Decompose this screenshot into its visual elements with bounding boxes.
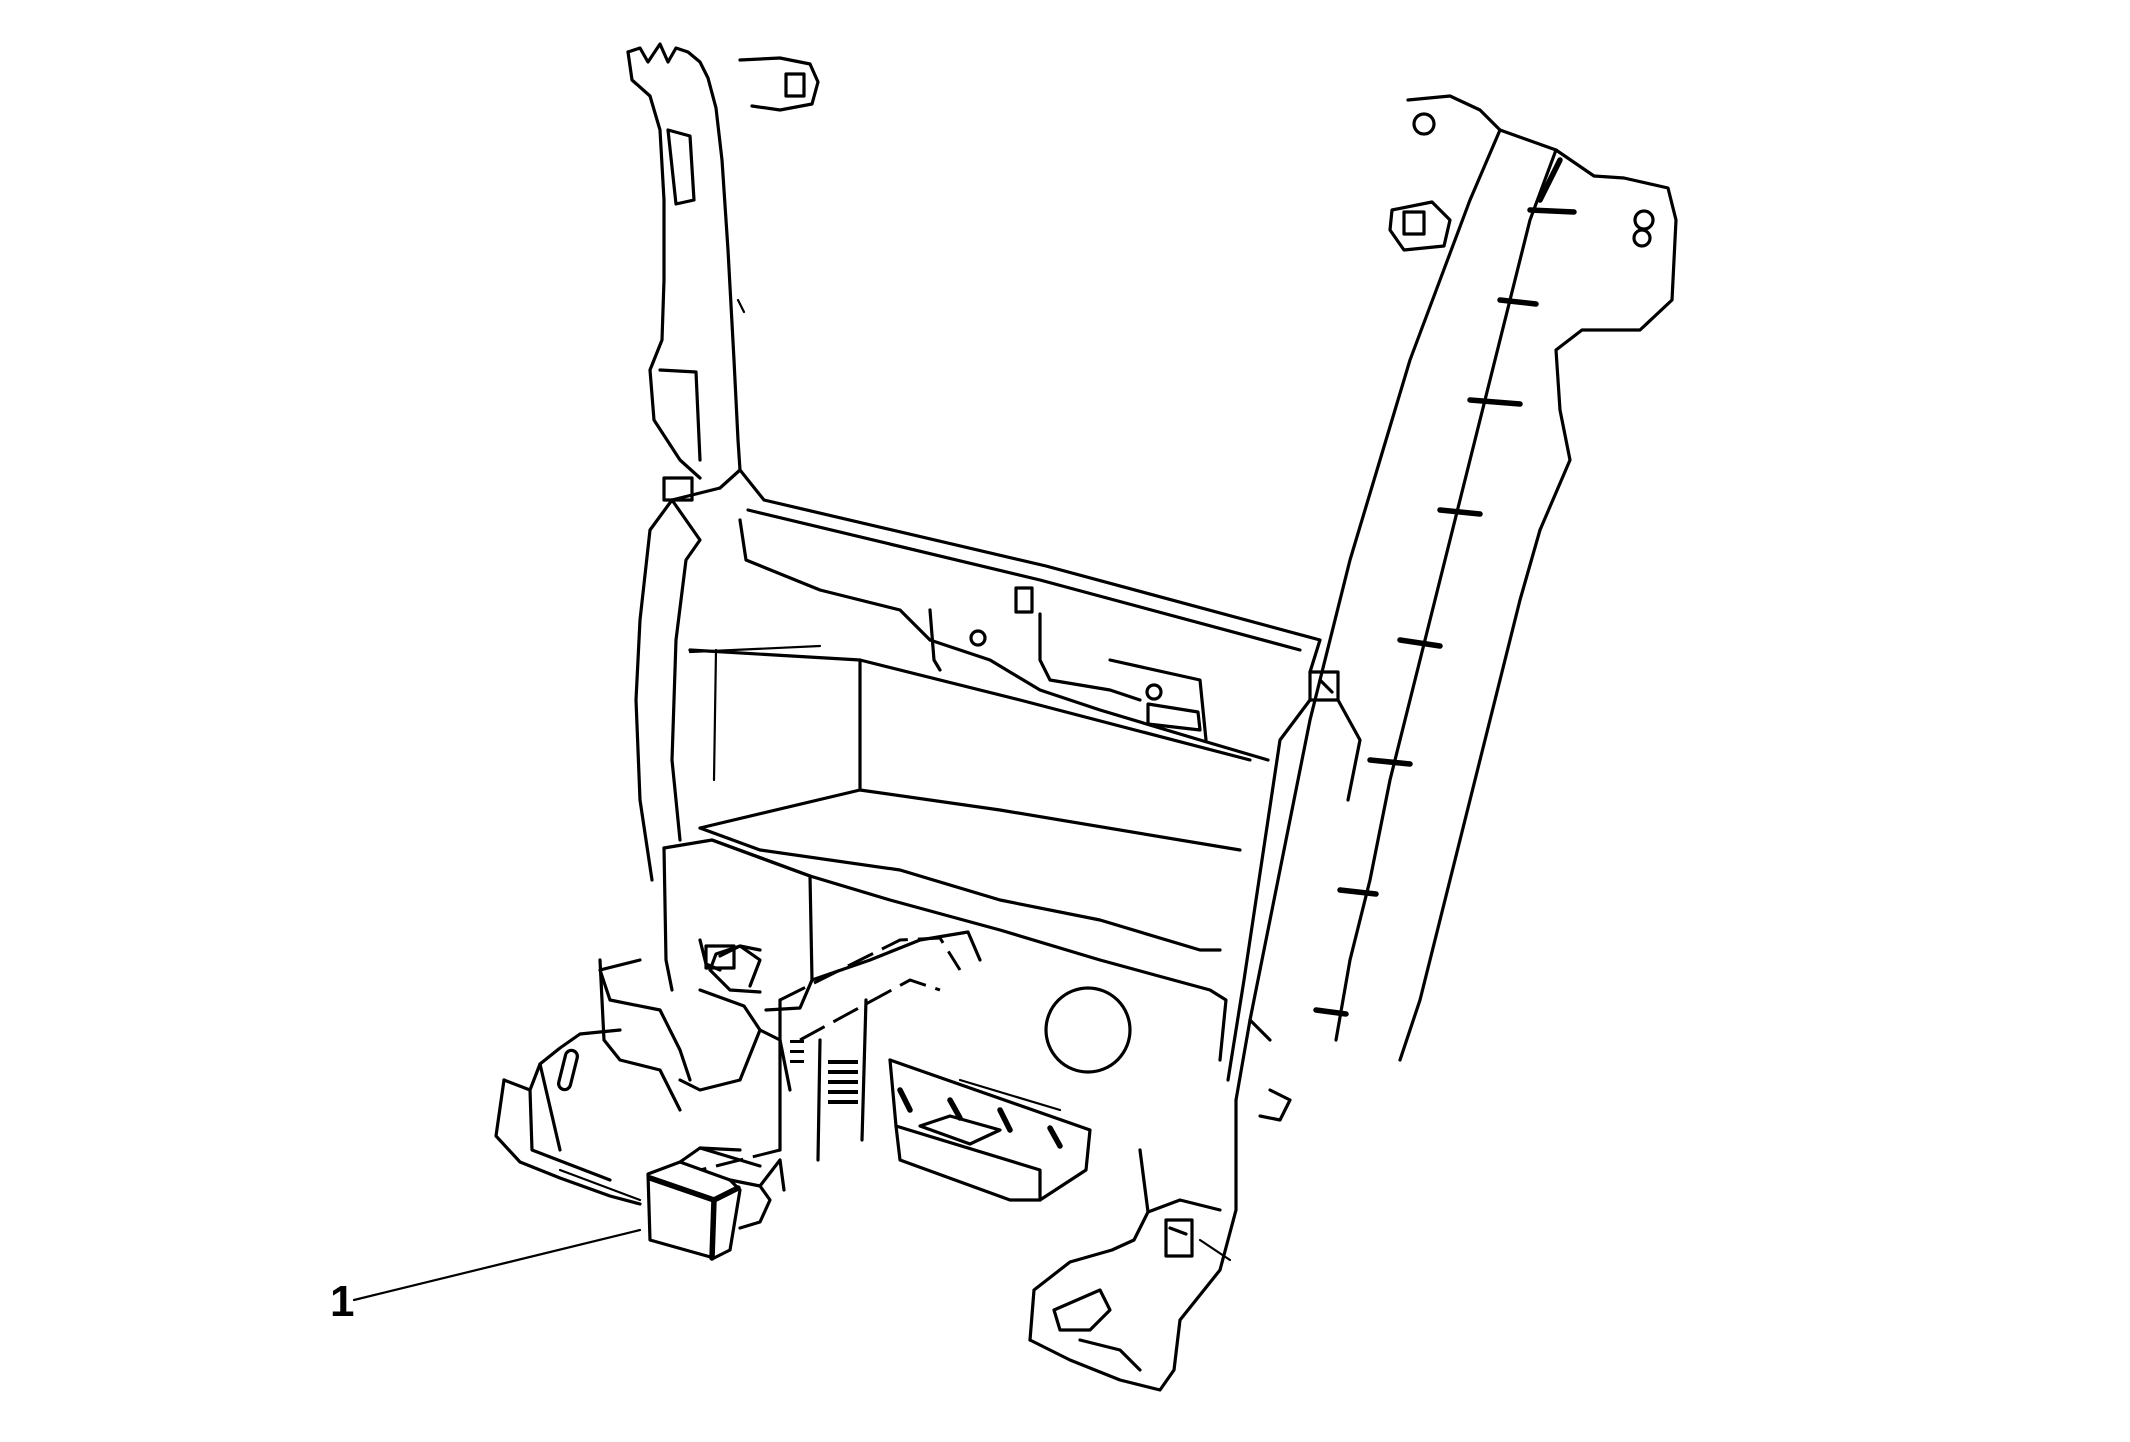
left-upright-arm (626, 42, 820, 882)
callout-leader-line (352, 1228, 642, 1302)
center-cavity (688, 644, 1252, 952)
lower-right-foot (1028, 1018, 1292, 1392)
connector-component (646, 1146, 786, 1261)
lower-center-tray (888, 1058, 1092, 1202)
wiring-harness (659, 936, 962, 1182)
upper-cross-beam (738, 468, 1322, 762)
lower-body (598, 838, 1228, 1092)
callout-label-1: 1 (330, 1277, 355, 1326)
lower-left-foot (494, 958, 682, 1206)
right-upright-arm (1226, 94, 1678, 1102)
